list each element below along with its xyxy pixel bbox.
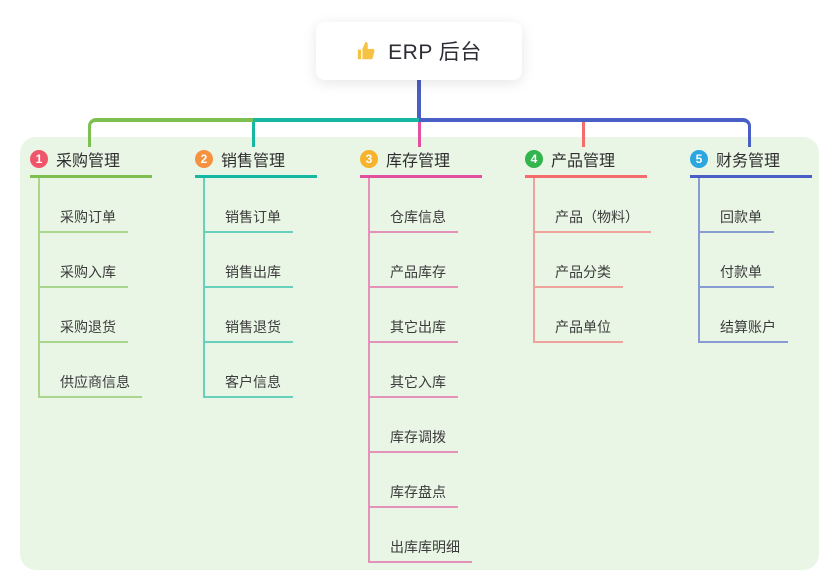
branch-4: 4 产品管理产品（物料）产品分类产品单位 — [525, 148, 651, 343]
child-node: 采购订单 — [40, 178, 128, 233]
child-node: 产品分类 — [535, 233, 623, 288]
child-node: 销售出库 — [205, 233, 293, 288]
child-node: 产品单位 — [535, 288, 623, 343]
child-node: 仓库信息 — [370, 178, 458, 233]
branch-children: 采购订单采购入库采购退货供应商信息 — [38, 178, 142, 398]
child-node: 产品库存 — [370, 233, 458, 288]
child-node: 付款单 — [700, 233, 774, 288]
connector-elbow-purchase — [88, 118, 253, 147]
branch-title: 3 库存管理 — [360, 148, 482, 178]
branch-2: 2 销售管理销售订单销售出库销售退货客户信息 — [195, 148, 317, 398]
branch-title-label: 财务管理 — [716, 153, 781, 170]
child-node: 出库库明细 — [370, 508, 472, 563]
branch-5: 5 财务管理回款单付款单结算账户 — [690, 148, 812, 343]
child-node: 客户信息 — [205, 343, 293, 398]
connector-drop-product — [582, 122, 585, 147]
connector-drop-inventory — [418, 122, 421, 147]
branch-number-badge: 2 — [195, 150, 213, 168]
root-connector-line — [417, 80, 421, 118]
child-node: 供应商信息 — [40, 343, 142, 398]
child-node: 库存盘点 — [370, 453, 458, 508]
branch-title: 1 采购管理 — [30, 148, 152, 178]
root-node: ERP 后台 — [316, 22, 522, 80]
connector-segment-sales — [253, 118, 419, 122]
branch-title-label: 产品管理 — [551, 153, 616, 170]
branch-title: 2 销售管理 — [195, 148, 317, 178]
child-node: 其它入库 — [370, 343, 458, 398]
branch-number-badge: 5 — [690, 150, 708, 168]
branch-children: 仓库信息产品库存其它出库其它入库库存调拨库存盘点出库库明细 — [368, 178, 472, 563]
child-node: 采购入库 — [40, 233, 128, 288]
branch-number-badge: 4 — [525, 150, 543, 168]
child-node: 销售退货 — [205, 288, 293, 343]
root-title: ERP 后台 — [388, 41, 482, 64]
branch-1: 1 采购管理采购订单采购入库采购退货供应商信息 — [30, 148, 152, 398]
branch-title-label: 采购管理 — [56, 153, 121, 170]
connector-elbow-finance — [419, 118, 751, 147]
connector-drop-sales — [252, 122, 255, 147]
child-node: 库存调拨 — [370, 398, 458, 453]
branch-children: 回款单付款单结算账户 — [698, 178, 788, 343]
branch-3: 3 库存管理仓库信息产品库存其它出库其它入库库存调拨库存盘点出库库明细 — [360, 148, 482, 563]
branch-children: 销售订单销售出库销售退货客户信息 — [203, 178, 293, 398]
branch-title: 5 财务管理 — [690, 148, 812, 178]
branch-title-label: 库存管理 — [386, 153, 451, 170]
child-node: 其它出库 — [370, 288, 458, 343]
child-node: 销售订单 — [205, 178, 293, 233]
child-node: 回款单 — [700, 178, 774, 233]
branch-number-badge: 1 — [30, 150, 48, 168]
branch-title-label: 销售管理 — [221, 153, 286, 170]
branch-number-badge: 3 — [360, 150, 378, 168]
branch-children: 产品（物料）产品分类产品单位 — [533, 178, 651, 343]
thumbs-up-icon — [356, 40, 378, 62]
branches-panel-background — [20, 137, 819, 570]
child-node: 结算账户 — [700, 288, 788, 343]
child-node: 采购退货 — [40, 288, 128, 343]
branch-title: 4 产品管理 — [525, 148, 647, 178]
child-node: 产品（物料） — [535, 178, 651, 233]
